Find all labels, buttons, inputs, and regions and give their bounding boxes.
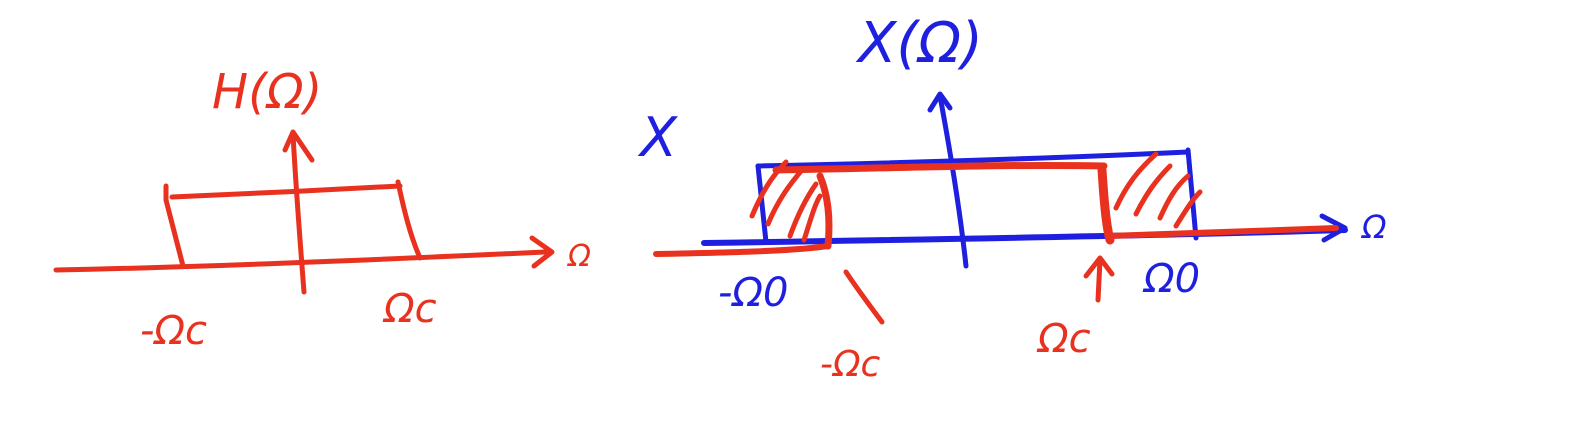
filter-pos-cutoff-pointer-label: Ωc <box>1036 316 1091 362</box>
filter-overlay-left-edge <box>816 172 833 250</box>
filter-overlay-axis-left <box>653 243 831 257</box>
filter-y-arrowhead <box>282 129 315 163</box>
filter-response-plot: H(Ω) Ω -Ωc Ωc <box>53 64 591 354</box>
input-spectrum-plot: X(Ω) Ω -Ω0 Ω0 <box>653 11 1387 385</box>
left-hatched-region <box>749 159 823 243</box>
filter-top-edge <box>169 183 403 200</box>
input-neg-edge-label: -Ω0 <box>718 270 788 316</box>
side-x-mark: X <box>637 106 678 169</box>
right-hatched-region <box>1113 151 1203 229</box>
filter-x-arrowhead <box>529 235 555 269</box>
spectrum-right-edge <box>1185 147 1199 241</box>
input-pos-edge-label: Ω0 <box>1142 256 1200 302</box>
filter-overlay-top-edge <box>772 161 1108 174</box>
filter-y-axis <box>290 131 307 295</box>
filter-x-label: Ω <box>566 239 591 274</box>
neg-cutoff-pointer <box>843 269 885 325</box>
spectrum-y-arrowhead <box>927 91 953 113</box>
spectrum-x-arrowhead <box>1319 213 1348 243</box>
spectrum-x-label: Ω <box>1360 208 1387 246</box>
pos-cutoff-pointer <box>1083 255 1115 303</box>
spectrum-title: X(Ω) <box>855 11 983 76</box>
filter-neg-cutoff-pointer-label: -Ωc <box>820 344 881 385</box>
filter-x-axis <box>53 249 548 273</box>
filter-overlay-axis-right <box>1105 225 1339 239</box>
filter-left-edge <box>163 183 186 269</box>
spectrum-left-edge <box>755 163 769 245</box>
spectrum-top-edge <box>755 149 1191 169</box>
spectrum-y-axis <box>937 93 969 269</box>
filter-neg-cutoff-label: -Ωc <box>140 308 207 354</box>
filter-overlay-right-edge <box>1097 165 1115 245</box>
filter-pos-cutoff-label: Ωc <box>382 286 437 332</box>
filter-right-edge <box>395 179 423 261</box>
filter-title: H(Ω) <box>212 64 322 120</box>
